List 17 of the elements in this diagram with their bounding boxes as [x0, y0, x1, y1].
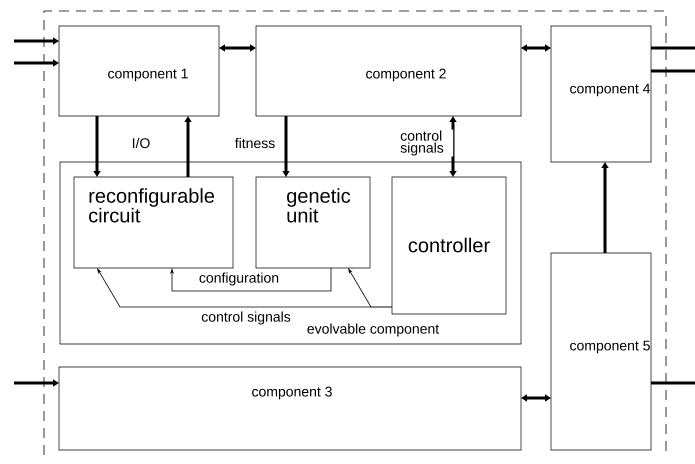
component-box: component 5: [550, 252, 652, 450]
arrow: [170, 268, 332, 292]
line: [651, 46, 695, 50]
component-box: component 2: [256, 26, 522, 116]
circuit-box: reconfigurable circuit: [74, 176, 234, 268]
edge-label: control signals: [399, 129, 454, 157]
controller-box: controller: [392, 176, 506, 314]
edge-label: control signals: [200, 310, 292, 326]
edge-label: configuration: [198, 271, 280, 287]
edge-label: fitness: [234, 136, 276, 150]
component-box: component 3: [58, 366, 522, 450]
edge-label: I/O: [130, 136, 152, 150]
component-box: component 1: [58, 26, 220, 116]
line: [651, 70, 695, 72]
line: [651, 382, 695, 384]
component-box: component 4: [550, 26, 652, 162]
unit-box: genetic unit: [256, 176, 370, 268]
